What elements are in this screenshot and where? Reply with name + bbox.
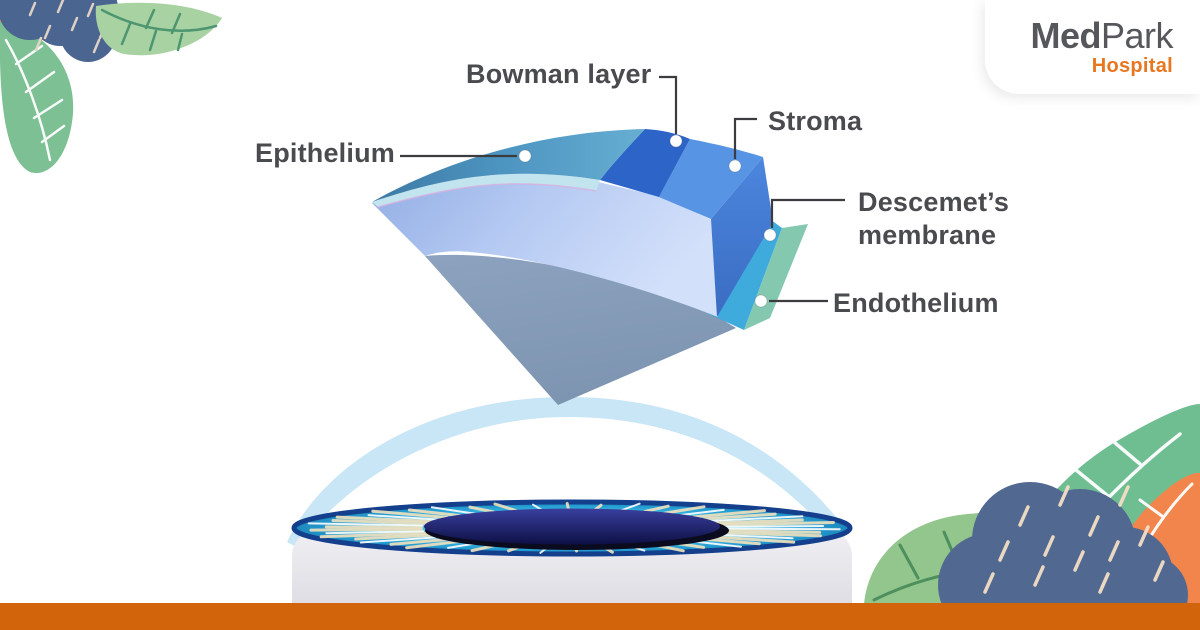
connector-bowman [659, 75, 678, 134]
bowman-layer [600, 129, 690, 197]
label-endothelium: Endothelium [833, 288, 999, 318]
label-epithelium: Epithelium [254, 138, 395, 168]
connector-stroma [733, 117, 757, 159]
brand-name-regular: Park [1100, 15, 1174, 56]
leaf-lightgreen-top-icon [95, 2, 222, 56]
eye-illustration [287, 396, 853, 604]
stroma-front-face [372, 177, 718, 317]
footer-bar [0, 603, 1200, 630]
brand-wordmark: MedPark [1030, 18, 1173, 54]
brand-tagline: Hospital [1091, 55, 1173, 77]
dot-bowman [669, 134, 683, 148]
stroma-right-face [711, 157, 773, 317]
label-stroma: Stroma [768, 106, 863, 136]
decor-top-left [0, 0, 222, 174]
leaf-green-top-left-icon [0, 22, 74, 174]
decor-bottom-right [864, 404, 1200, 630]
pupil [424, 508, 720, 545]
label-descemet-membrane: Descemet’s membrane [858, 187, 1010, 250]
dot-epithelium [518, 149, 532, 163]
connector-dots [518, 134, 777, 308]
dot-endothelium [754, 294, 768, 308]
epithelium-layer [372, 129, 645, 202]
iris [291, 499, 853, 557]
epithelium-edge [372, 173, 600, 207]
connector-descemet [770, 198, 845, 228]
cornea-dome [287, 396, 848, 548]
label-bowman-layer: Bowman layer [466, 59, 652, 89]
brand-name-bold: Med [1030, 15, 1101, 56]
connector-lines [400, 75, 845, 303]
stroma-layer [659, 139, 763, 219]
cornea-wedge [372, 129, 808, 405]
epithelium-edge-line [377, 183, 597, 208]
dot-stroma [728, 159, 742, 173]
dot-descemet [763, 228, 777, 242]
brand-logo-card: MedPark Hospital [985, 0, 1200, 94]
